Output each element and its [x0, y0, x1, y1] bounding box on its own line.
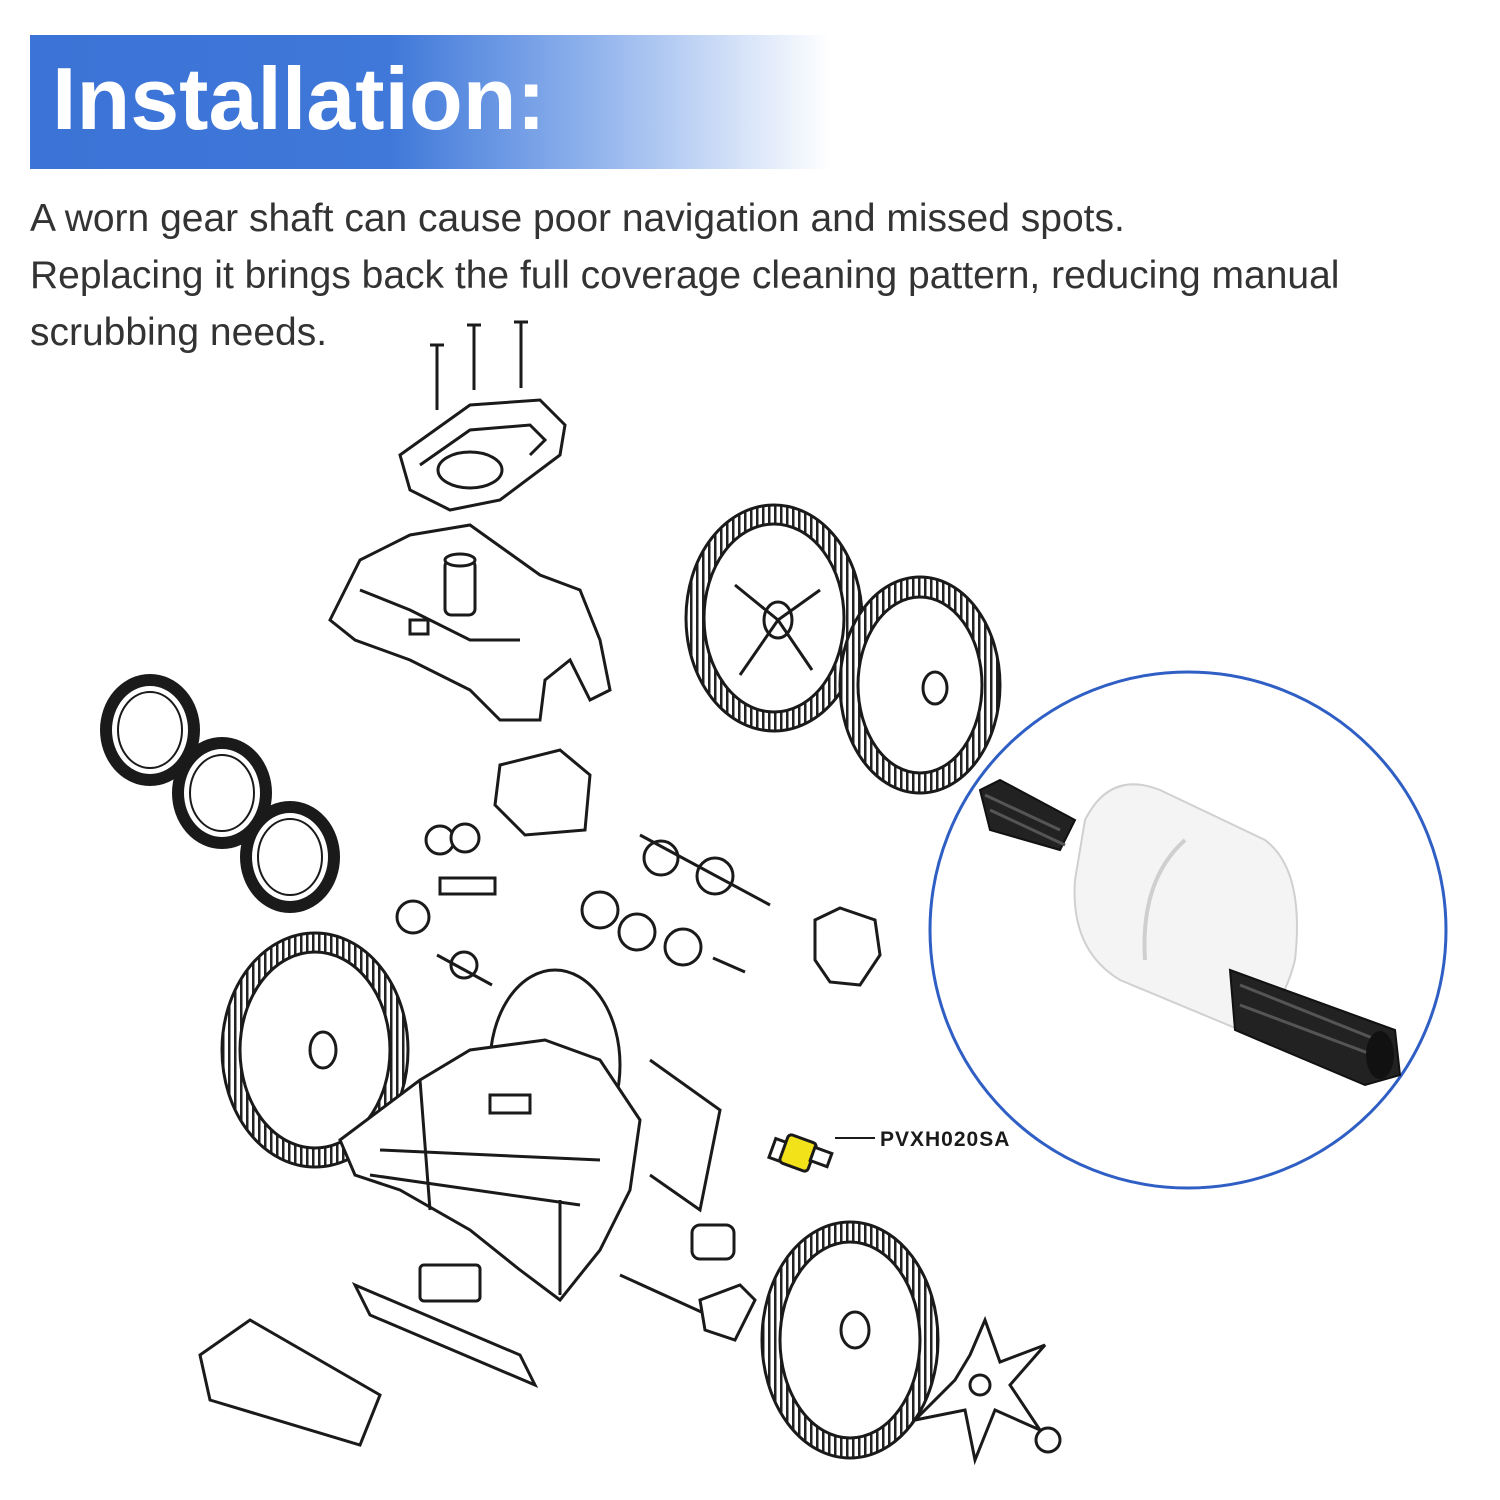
wheel-upper-right [838, 575, 1002, 795]
description-line: Replacing it brings back the full covera… [30, 254, 1340, 297]
highlighted-gear-shaft [767, 1133, 875, 1173]
tire-rings [100, 674, 340, 913]
internal-gears [395, 748, 882, 987]
description-line: A worn gear shaft can cause poor navigat… [30, 197, 1125, 240]
gear-shaft-closeup [978, 778, 1402, 1087]
lower-parts [198, 1223, 757, 1447]
chassis [338, 968, 722, 1303]
wheel-lower-left [220, 931, 410, 1169]
star-hub [910, 1315, 1062, 1466]
screws [430, 320, 528, 410]
part-number-label: PVXH020SA [880, 1128, 1011, 1151]
wheel-upper-left [684, 503, 864, 733]
top-cover [398, 398, 567, 512]
wheel-lower-right [760, 1220, 940, 1460]
description: A worn gear shaft can cause poor navigat… [30, 190, 1480, 361]
page-title: Installation: [52, 49, 546, 148]
title-banner [30, 35, 830, 169]
hood [328, 523, 612, 722]
description-line: scrubbing needs. [30, 311, 328, 354]
